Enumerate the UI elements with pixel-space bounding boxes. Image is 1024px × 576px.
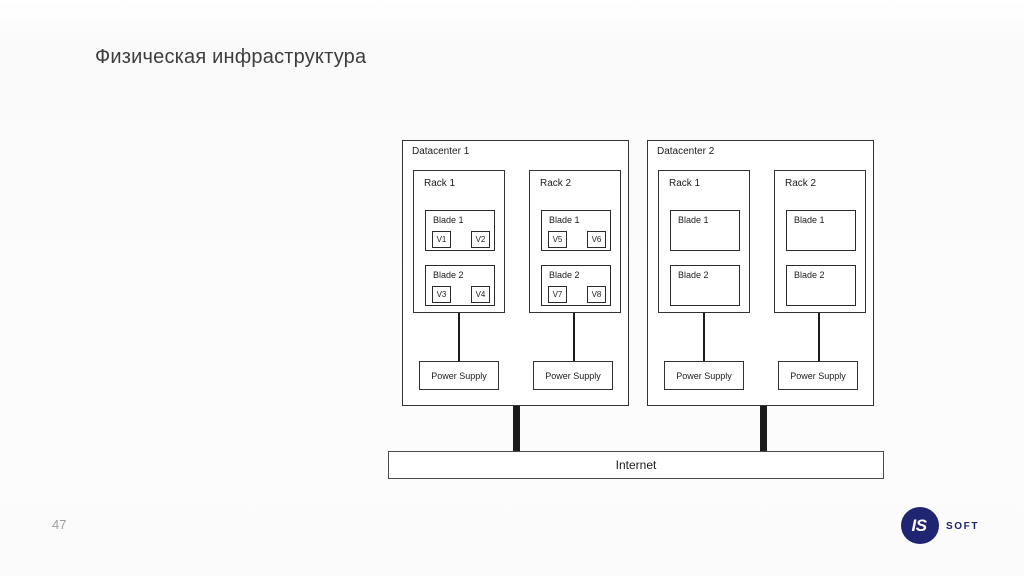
dc2-rack2-power-connector-line	[818, 313, 820, 361]
dc2-rack2-blade-1-box: Blade 1	[786, 210, 856, 251]
datacenter-2-box: Datacenter 2 Rack 1 Blade 1 Blade 2 Rack…	[647, 140, 874, 406]
internet-box: Internet	[388, 451, 884, 479]
vm-box-v6: V6	[587, 231, 606, 248]
dc2-rack-2-label: Rack 2	[785, 178, 817, 189]
blade-label: Blade 1	[433, 215, 464, 225]
logo-monogram: IS	[911, 515, 927, 535]
blade-label: Blade 2	[794, 270, 825, 280]
dc2-rack-2-box: Rack 2 Blade 1 Blade 2	[774, 170, 866, 313]
dc1-internet-trunk-line	[513, 406, 520, 451]
dc1-rack-2-box: Rack 2 Blade 1 V5 V6 Blade 2 V7 V8	[529, 170, 621, 313]
datacenter-1-label: Datacenter 1	[412, 146, 470, 157]
is-soft-logo: IS	[901, 507, 939, 544]
dc1-rack-1-box: Rack 1 Blade 1 V1 V2 Blade 2 V3 V4	[413, 170, 505, 313]
blade-label: Blade 2	[433, 270, 464, 280]
vm-box-v8: V8	[587, 286, 606, 303]
dc1-rack1-blade-1-box: Blade 1 V1 V2	[425, 210, 495, 251]
dc1-rack1-power-connector-line	[458, 313, 460, 361]
page-number: 47	[52, 517, 67, 532]
dc1-rack-2-label: Rack 2	[540, 178, 572, 189]
dc2-rack1-blade-2-box: Blade 2	[670, 265, 740, 306]
vm-box-v7: V7	[548, 286, 567, 303]
dc2-rack1-power-connector-line	[703, 313, 705, 361]
dc2-rack2-blade-2-box: Blade 2	[786, 265, 856, 306]
slide-title: Физическая инфраструктура	[95, 46, 367, 68]
dc2-rack-1-box: Rack 1 Blade 1 Blade 2	[658, 170, 750, 313]
blade-label: Blade 2	[549, 270, 580, 280]
blade-label: Blade 1	[678, 215, 709, 225]
dc2-power-supply-1-box: Power Supply	[664, 361, 744, 390]
dc1-rack1-blade-2-box: Blade 2 V3 V4	[425, 265, 495, 306]
datacenter-1-box: Datacenter 1 Rack 1 Blade 1 V1 V2 Blade …	[402, 140, 629, 406]
vm-box-v3: V3	[432, 286, 451, 303]
dc1-rack2-power-connector-line	[573, 313, 575, 361]
dc2-power-supply-2-box: Power Supply	[778, 361, 858, 390]
blade-label: Blade 1	[549, 215, 580, 225]
dc1-power-supply-2-box: Power Supply	[533, 361, 613, 390]
vm-box-v5: V5	[548, 231, 567, 248]
vm-box-v4: V4	[471, 286, 490, 303]
dc2-rack1-blade-1-box: Blade 1	[670, 210, 740, 251]
dc2-internet-trunk-line	[760, 406, 767, 451]
logo-wordmark: SOFT	[946, 521, 980, 532]
blade-label: Blade 1	[794, 215, 825, 225]
dc1-power-supply-1-box: Power Supply	[419, 361, 499, 390]
dc1-rack-1-label: Rack 1	[424, 178, 456, 189]
dc1-rack2-blade-1-box: Blade 1 V5 V6	[541, 210, 611, 251]
vm-box-v1: V1	[432, 231, 451, 248]
dc1-rack2-blade-2-box: Blade 2 V7 V8	[541, 265, 611, 306]
vm-box-v2: V2	[471, 231, 490, 248]
dc2-rack-1-label: Rack 1	[669, 178, 701, 189]
blade-label: Blade 2	[678, 270, 709, 280]
datacenter-2-label: Datacenter 2	[657, 146, 715, 157]
